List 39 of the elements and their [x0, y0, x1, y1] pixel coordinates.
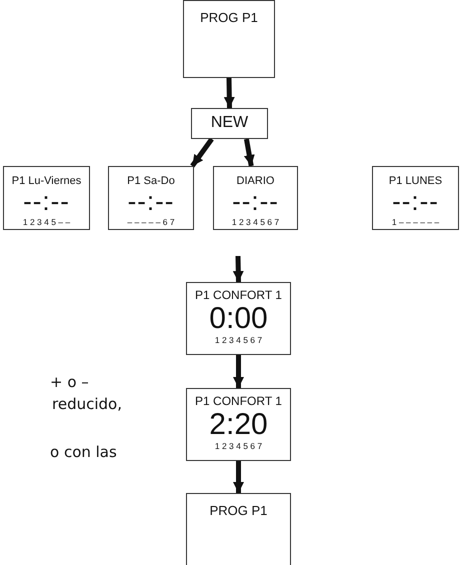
display-title: P1 CONFORT 1: [195, 395, 282, 408]
arrow: [244, 138, 255, 166]
arrow: [233, 355, 244, 388]
display-screen: [213, 166, 298, 230]
display-screen: [186, 388, 291, 461]
display-title: NEW: [210, 114, 248, 132]
display-time: --:--: [392, 187, 439, 216]
arrow: [232, 256, 244, 282]
display-screen: [108, 166, 194, 230]
display-screen: [3, 166, 90, 230]
display-time: --:--: [232, 187, 279, 216]
cropped-text: reducido,: [52, 395, 122, 413]
display-days: 1 2 3 4 5 6 7: [214, 442, 262, 452]
cropped-text: + o –: [50, 373, 89, 391]
display-days: 1 2 3 4 5 – –: [22, 218, 70, 228]
arrow: [233, 461, 244, 493]
display-time: 0:00: [209, 302, 268, 336]
display-title: PROG P1: [200, 11, 258, 26]
display-time: --:--: [23, 187, 70, 216]
display-days: 1 2 3 4 5 6 7: [232, 218, 280, 228]
display-days: 1 – – – – – –: [392, 218, 440, 228]
display-screen: [372, 166, 459, 230]
display-title: P1 CONFORT 1: [195, 289, 282, 302]
process-box: [191, 108, 268, 139]
display-title: P1 Lu-Viernes: [12, 175, 82, 188]
arrow: [190, 138, 214, 168]
display-title: PROG P1: [210, 504, 268, 518]
display-time: 2:20: [209, 408, 268, 442]
display-screen: [186, 493, 291, 565]
display-title: DIARIO: [236, 175, 274, 188]
arrow: [224, 78, 235, 108]
display-days: 1 2 3 4 5 6 7: [214, 336, 262, 346]
display-title: P1 LUNES: [388, 175, 442, 188]
display-days: – – – – – 6 7: [127, 218, 175, 228]
display-time: --:--: [128, 187, 174, 216]
display-screen: [183, 0, 275, 78]
display-screen: [186, 282, 291, 355]
display-title: P1 Sa-Do: [127, 175, 175, 188]
cropped-text: o con las: [50, 443, 117, 461]
